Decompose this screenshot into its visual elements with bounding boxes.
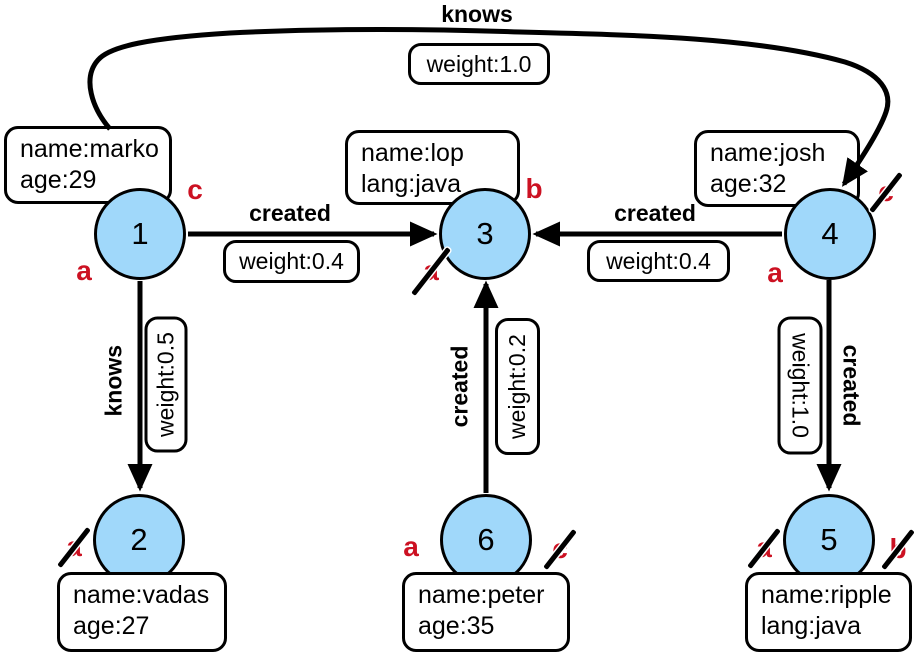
property-line: name:ripple xyxy=(761,581,892,609)
weight-value: weight:1.0 xyxy=(787,333,814,438)
vertex-id: 3 xyxy=(476,216,494,251)
marker-letter: b xyxy=(525,173,543,204)
weight-value: weight:1.0 xyxy=(426,50,532,77)
step-marker-a-vertex-2-crossed: a xyxy=(57,526,91,568)
vertex-circle-3: 3 xyxy=(439,188,531,280)
strike-line xyxy=(411,246,451,296)
step-marker-a-vertex-3-crossed: a xyxy=(411,246,451,296)
edge-label-created-1-3: created xyxy=(249,200,331,226)
property-line: name:marko xyxy=(20,135,159,163)
vertex-id: 4 xyxy=(821,216,839,251)
step-marker-a-vertex-6: a xyxy=(398,531,424,562)
weight-value: weight:0.2 xyxy=(504,334,530,439)
property-line: name:josh xyxy=(710,139,826,167)
marker-letter: a xyxy=(767,257,783,288)
step-marker-c-vertex-4-crossed: c xyxy=(869,171,903,213)
step-marker-c-vertex-1: c xyxy=(182,174,208,205)
edge-weight-box-created-4-5: weight:1.0 xyxy=(777,316,823,455)
step-marker-a-vertex-4: a xyxy=(762,257,788,288)
step-marker-b-vertex-5-crossed: b xyxy=(881,528,915,570)
property-line: age:29 xyxy=(20,166,97,194)
marker-letter: c xyxy=(187,174,203,205)
vertex-circle-1: 1 xyxy=(94,188,186,280)
property-line: name:lop xyxy=(361,139,464,167)
edge-label-knows-1-4: knows xyxy=(441,1,513,27)
vertex-6-properties-box: name:peter age:35 xyxy=(402,572,570,652)
edge-label-knows-1-2: knows xyxy=(100,344,127,417)
vertex-id: 2 xyxy=(130,522,148,557)
vertex-circle-4: 4 xyxy=(784,188,876,280)
edge-weight-box-knows-1-2: weight:0.5 xyxy=(144,316,188,453)
edge-weight-box-knows-1-4: weight:1.0 xyxy=(408,43,550,85)
step-marker-c-vertex-6-crossed: c xyxy=(543,528,577,570)
vertex-2-properties-box: name:vadas age:27 xyxy=(57,572,227,652)
vertex-5-properties-box: name:ripple lang:java xyxy=(745,572,912,652)
edge-weight-box-created-4-3: weight:0.4 xyxy=(587,240,730,282)
weight-value: weight:0.5 xyxy=(152,332,179,437)
edge-weight-box-created-1-3: weight:0.4 xyxy=(223,240,360,283)
property-line: age:35 xyxy=(418,612,495,640)
marker-letter: a xyxy=(76,255,92,286)
property-line: lang:java xyxy=(761,612,862,640)
step-marker-a-vertex-1: a xyxy=(71,255,97,286)
vertex-id: 1 xyxy=(131,216,149,251)
edge-weight-box-created-6-3: weight:0.2 xyxy=(495,318,540,455)
weight-value: weight:0.4 xyxy=(239,248,344,274)
marker-letter: a xyxy=(403,531,419,562)
property-line: name:peter xyxy=(418,581,545,609)
edge-label-created-4-5: created xyxy=(838,344,865,427)
property-line: name:vadas xyxy=(73,581,210,609)
vertex-id: 6 xyxy=(477,522,495,557)
vertex-id: 5 xyxy=(820,522,838,557)
property-line: age:27 xyxy=(73,612,150,640)
edge-label-created-6-3: created xyxy=(446,345,473,428)
step-marker-a-vertex-5-crossed: a xyxy=(747,527,781,569)
weight-value: weight:0.4 xyxy=(606,247,711,274)
edge-label-created-4-3: created xyxy=(614,200,696,226)
step-marker-b-vertex-3: b xyxy=(521,173,547,204)
